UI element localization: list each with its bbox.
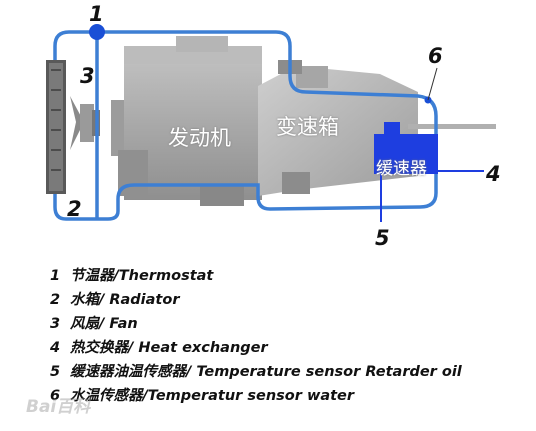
engine xyxy=(111,36,262,206)
leader-line-6 xyxy=(427,67,438,101)
legend-item: 1 节温器/Thermostat xyxy=(50,264,462,288)
legend-item: 3 风扇/ Fan xyxy=(50,312,462,336)
radiator xyxy=(46,60,66,194)
engine-label: 发动机 xyxy=(168,126,231,150)
callout-fan: 3 xyxy=(80,64,95,88)
callout-heat-exchanger: 4 xyxy=(486,162,501,186)
legend-item: 6 水温传感器/Temperatur sensor water xyxy=(50,384,462,408)
legend-text: 水温传感器/Temperatur sensor water xyxy=(70,388,355,404)
callout-radiator: 2 xyxy=(67,197,82,221)
retarder-block xyxy=(374,122,438,174)
gearbox-label: 变速箱 xyxy=(276,115,339,139)
callout-thermostat: 1 xyxy=(89,2,104,26)
output-shaft xyxy=(408,124,496,129)
legend-text: 节温器/Thermostat xyxy=(70,268,214,284)
legend-item: 5 缓速器油温传感器/ Temperature sensor Retarder o… xyxy=(50,360,462,384)
legend-text: 缓速器油温传感器/ Temperature sensor Retarder oi… xyxy=(70,364,462,380)
legend-number: 3 xyxy=(50,316,61,332)
legend-number: 2 xyxy=(50,292,61,308)
callout-oil-sensor: 5 xyxy=(375,226,390,250)
legend-number: 1 xyxy=(50,268,61,284)
callout-water-sensor: 6 xyxy=(428,44,443,68)
legend-number: 5 xyxy=(50,364,61,380)
legend-number: 4 xyxy=(50,340,61,356)
legend-text: 风扇/ Fan xyxy=(70,316,138,332)
legend-text: 热交换器/ Heat exchanger xyxy=(70,340,268,356)
legend-item: 2 水箱/ Radiator xyxy=(50,288,462,312)
legend-item: 4 热交换器/ Heat exchanger xyxy=(50,336,462,360)
thermostat-node xyxy=(89,24,105,40)
coolant-circuit xyxy=(53,30,438,221)
legend: 1 节温器/Thermostat 2 水箱/ Radiator 3 风扇/ Fan 4… xyxy=(50,264,462,408)
retarder-label: 缓速器 xyxy=(376,159,427,179)
legend-number: 6 xyxy=(50,388,61,404)
watermark: Bai百科 xyxy=(26,397,91,417)
legend-text: 水箱/ Radiator xyxy=(70,292,180,308)
